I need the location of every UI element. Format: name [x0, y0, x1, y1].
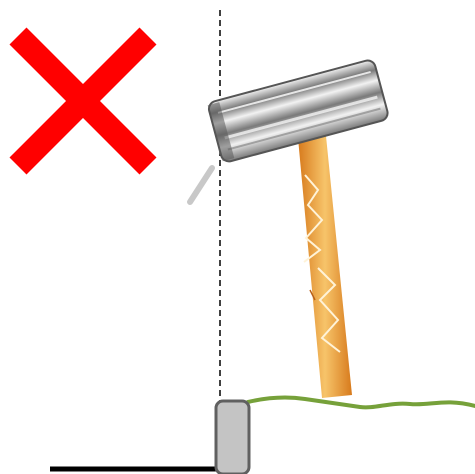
red-x-icon	[9, 27, 157, 175]
grass-line	[246, 395, 475, 410]
hammer-head	[207, 59, 389, 163]
hammer-claw-stub	[187, 165, 215, 205]
nail	[214, 399, 251, 474]
hammer-handle	[298, 136, 352, 398]
hammer-icon	[187, 59, 389, 398]
